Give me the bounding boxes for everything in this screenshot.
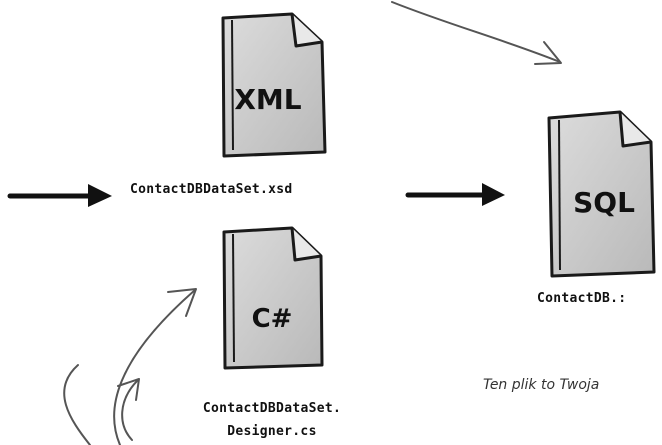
handwritten-caption: Ten plik to Twoja	[483, 377, 600, 393]
hook-arrow	[117, 378, 140, 441]
xsd-file-name: ContactDBDataSet.xsd	[130, 182, 293, 197]
sql-file-icon: SQL	[547, 110, 656, 278]
curved-arrow-top	[391, 1, 562, 65]
arrow-xsd-to-sql	[405, 183, 505, 206]
xml-file-icon: XML	[221, 12, 327, 158]
sql-type-label: SQL	[573, 186, 635, 219]
xml-type-label: XML	[234, 83, 301, 116]
csharp-type-label: C#	[252, 304, 293, 334]
curved-line-left	[63, 364, 91, 445]
sql-file-name: ContactDB.:	[537, 291, 627, 306]
curved-arrow-to-csharp	[113, 288, 197, 445]
arrow-into-xsd	[7, 184, 112, 207]
csharp-file-icon: C#	[222, 226, 324, 370]
cs-file-name-line2: Designer.cs	[227, 424, 317, 439]
cs-file-name-line1: ContactDBDataSet.	[202, 401, 342, 416]
